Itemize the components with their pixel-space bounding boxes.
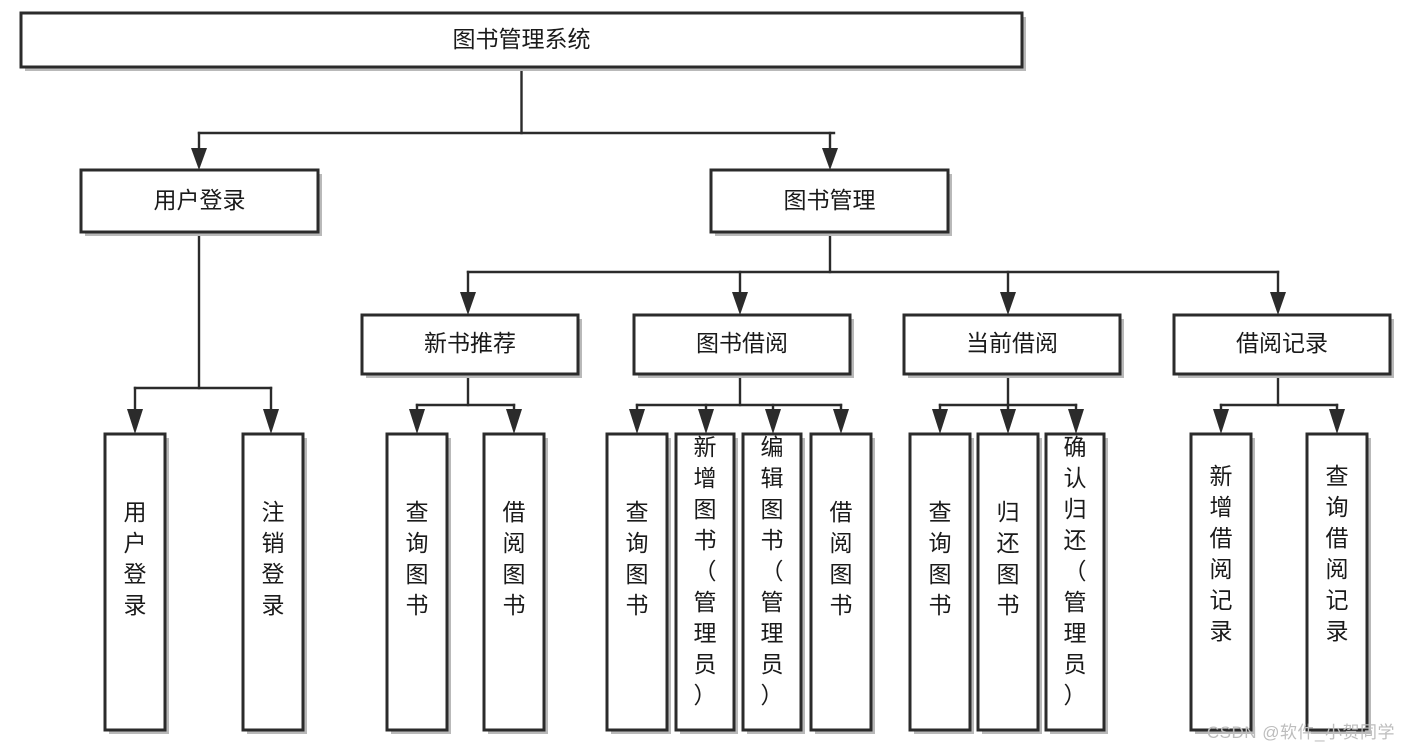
- node-leaf-edit-book-admin[interactable]: 编辑图书（管理员）: [741, 432, 805, 734]
- node-leaf9-box: [908, 432, 972, 732]
- node-leaf2-box: [241, 432, 305, 732]
- node-current[interactable]: 当前借阅: [902, 313, 1124, 378]
- node-login-box: [79, 168, 320, 234]
- node-leaf5-box: [605, 432, 669, 732]
- node-leaf-query-book-borrow[interactable]: 查询图书: [605, 432, 671, 734]
- node-root[interactable]: 图书管理系统: [19, 11, 1026, 71]
- node-leaf9-label: 查询图书: [929, 499, 952, 618]
- node-leaf-query-borrow-record[interactable]: 查询借阅记录: [1305, 432, 1371, 734]
- arrowhead-newbook: [460, 292, 476, 315]
- arrowhead-leaf13: [1329, 409, 1345, 434]
- node-leaf11-label: 确认归还（管理员）: [1064, 434, 1087, 708]
- arrowhead-leaf3: [409, 409, 425, 434]
- node-leaf12-box: [1189, 432, 1253, 732]
- arrowhead-records: [1270, 292, 1286, 315]
- csdn-watermark: CSDN @软件_小贺同学: [1206, 723, 1395, 742]
- node-newbook[interactable]: 新书推荐: [360, 313, 582, 378]
- node-login-label: 用户登录: [154, 187, 246, 213]
- node-leaf-return-book[interactable]: 归还图书: [976, 432, 1042, 734]
- arrowhead-login: [191, 148, 207, 170]
- arrowhead-leaf1: [127, 409, 143, 434]
- node-borrow[interactable]: 图书借阅: [632, 313, 854, 378]
- node-root-box: [19, 11, 1024, 69]
- node-leaf4-label: 借阅图书: [503, 499, 526, 618]
- arrowhead-borrow: [732, 292, 748, 315]
- node-leaf1-box: [103, 432, 167, 732]
- node-leaf6-box: [674, 432, 736, 732]
- node-records-label: 借阅记录: [1236, 330, 1328, 356]
- arrowhead-leaf12: [1213, 409, 1229, 434]
- node-bookmgmt-box: [709, 168, 950, 234]
- node-records[interactable]: 借阅记录: [1172, 313, 1394, 378]
- node-leaf-query-book-newbook[interactable]: 查询图书: [385, 432, 451, 734]
- node-leaf-query-book-current[interactable]: 查询图书: [908, 432, 974, 734]
- node-records-box: [1172, 313, 1392, 376]
- node-bookmgmt-label: 图书管理: [784, 187, 876, 213]
- node-leaf8-box: [809, 432, 873, 732]
- node-root-label: 图书管理系统: [453, 26, 591, 52]
- node-leaf10-box: [976, 432, 1040, 732]
- edge-layer: [127, 65, 1345, 434]
- arrowhead-bookmgmt: [822, 148, 838, 170]
- node-leaf7-label: 编辑图书（管理员）: [761, 434, 784, 708]
- arrowhead-leaf8: [833, 409, 849, 434]
- node-leaf2-label: 注销登录: [262, 499, 285, 618]
- arrowhead-leaf7: [765, 409, 781, 434]
- arrowhead-current: [1000, 292, 1016, 315]
- arrowhead-leaf2: [263, 409, 279, 434]
- node-leaf6-label: 新增图书（管理员）: [694, 434, 717, 708]
- node-leaf-borrow-book-newbook[interactable]: 借阅图书: [482, 432, 548, 734]
- node-leaf-confirm-return-admin[interactable]: 确认归还（管理员）: [1044, 432, 1108, 734]
- node-leaf12-label: 新增借阅记录: [1210, 463, 1233, 644]
- node-leaf13-label: 查询借阅记录: [1326, 463, 1349, 644]
- arrowhead-leaf10: [1000, 409, 1016, 434]
- node-leaf8-label: 借阅图书: [830, 499, 853, 618]
- node-newbook-box: [360, 313, 580, 376]
- node-leaf11-box: [1044, 432, 1106, 732]
- node-leaf1-label: 用户登录: [124, 499, 147, 618]
- node-current-label: 当前借阅: [966, 330, 1058, 356]
- node-leaf10-label: 归还图书: [997, 499, 1020, 618]
- node-borrow-label: 图书借阅: [696, 330, 788, 356]
- node-leaf-logout[interactable]: 注销登录: [241, 432, 307, 734]
- node-bookmgmt[interactable]: 图书管理: [709, 168, 952, 236]
- node-leaf5-label: 查询图书: [626, 499, 649, 618]
- node-newbook-label: 新书推荐: [424, 330, 516, 356]
- node-borrow-box: [632, 313, 852, 376]
- node-leaf-add-borrow-record[interactable]: 新增借阅记录: [1189, 432, 1255, 734]
- arrowhead-leaf4: [506, 409, 522, 434]
- node-leaf4-box: [482, 432, 546, 732]
- node-leaf3-label: 查询图书: [406, 499, 429, 618]
- node-leaf-user-login[interactable]: 用户登录: [103, 432, 169, 734]
- node-current-box: [902, 313, 1122, 376]
- node-login[interactable]: 用户登录: [79, 168, 322, 236]
- arrowhead-leaf9: [932, 409, 948, 434]
- node-leaf3-box: [385, 432, 449, 732]
- arrowhead-leaf6: [698, 409, 714, 434]
- arrowhead-leaf5: [629, 409, 645, 434]
- node-leaf7-box: [741, 432, 803, 732]
- arrowhead-leaf11: [1068, 409, 1084, 434]
- node-leaf-borrow-book-borrow[interactable]: 借阅图书: [809, 432, 875, 734]
- node-leaf-add-book-admin[interactable]: 新增图书（管理员）: [674, 432, 738, 734]
- node-leaf13-box: [1305, 432, 1369, 732]
